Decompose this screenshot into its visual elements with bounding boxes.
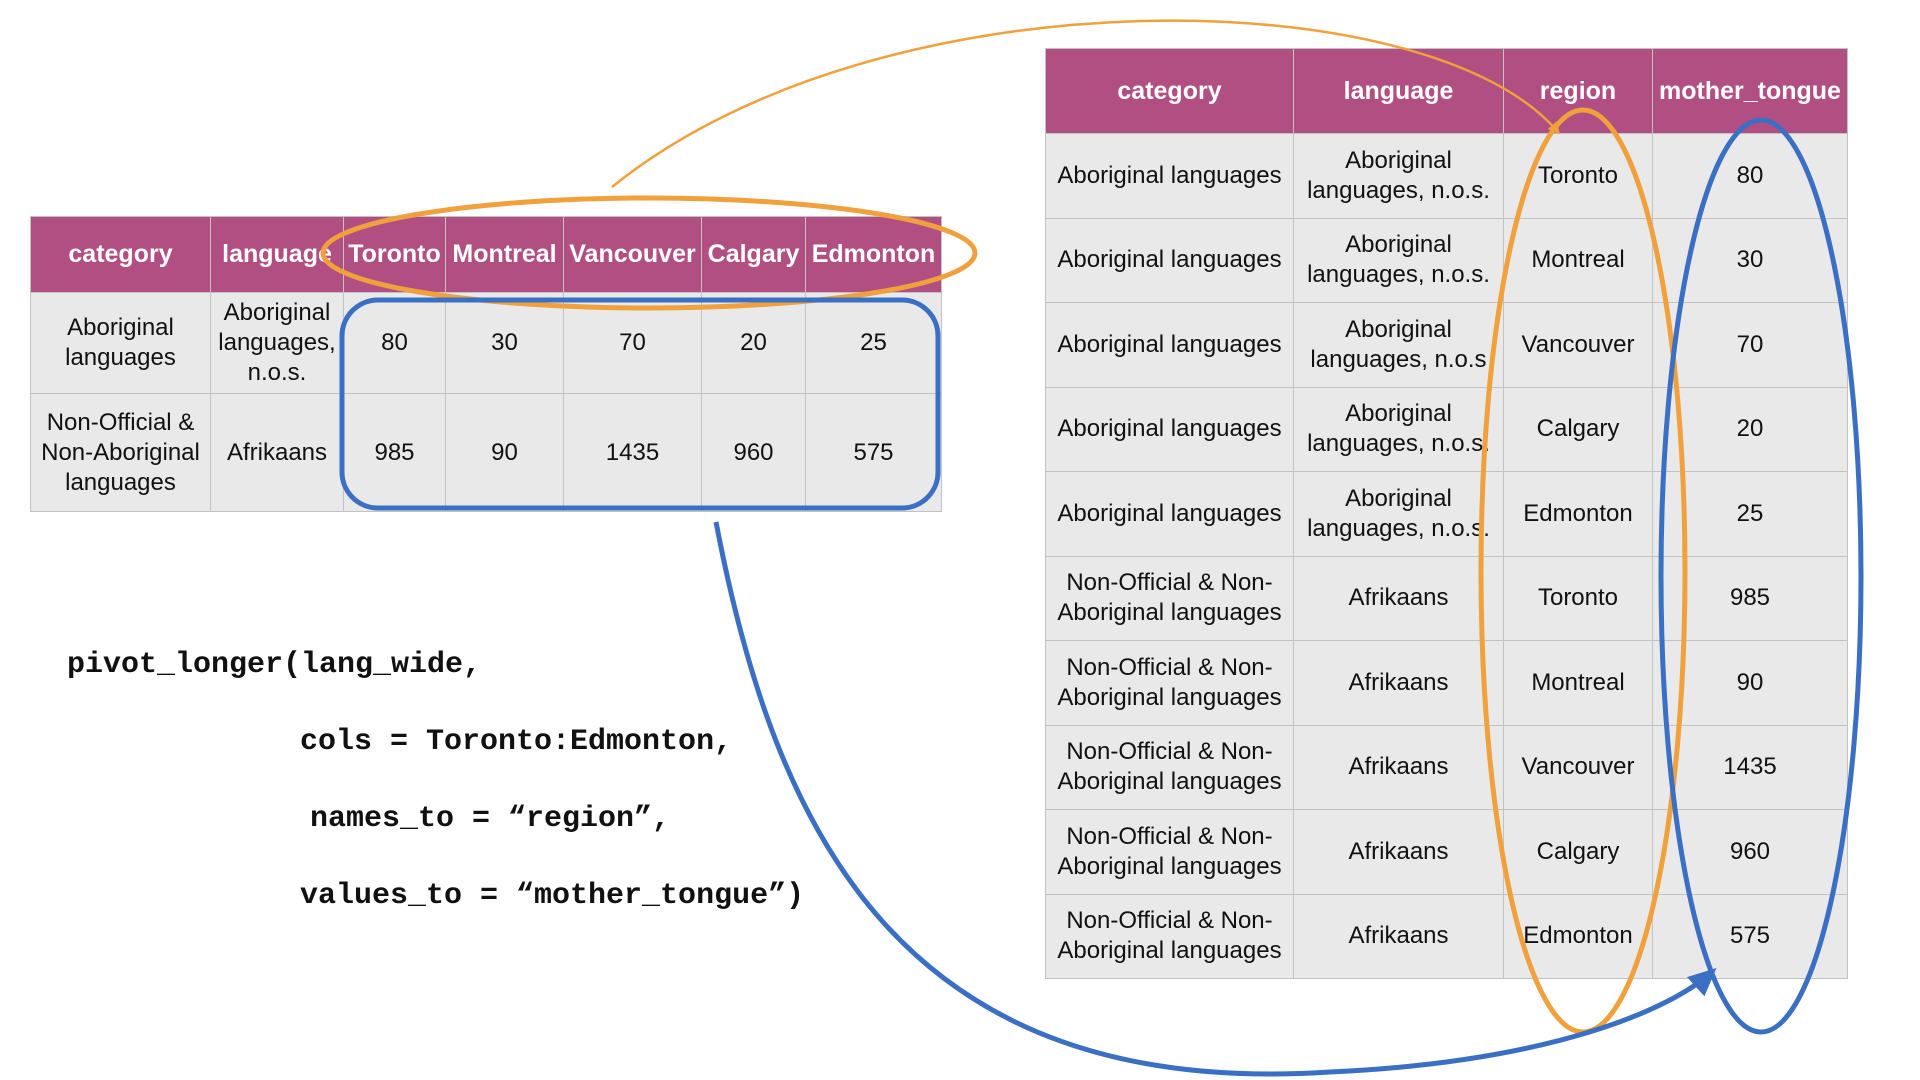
table-cell: Non-Official & Non-Aboriginal languages <box>1045 724 1294 810</box>
table-cell: 1435 <box>563 393 702 512</box>
table-cell: Aboriginal languages <box>1045 471 1294 557</box>
table-cell: Aboriginal languages <box>1045 386 1294 472</box>
table-cell: Non-Official & Non-Aboriginal languages <box>1045 893 1294 979</box>
table-cell: 70 <box>1652 302 1848 388</box>
table-cell: Aboriginal languages <box>1045 302 1294 388</box>
wide-header-language: language <box>210 216 344 293</box>
table-row: Aboriginal languages Aboriginal language… <box>1045 302 1848 388</box>
wide-table-header-row: category language Toronto Montreal Vanco… <box>30 216 942 293</box>
table-cell: Montreal <box>1503 217 1653 303</box>
table-cell: 20 <box>701 292 806 394</box>
table-cell: Afrikaans <box>1293 893 1504 979</box>
table-cell: Aboriginal languages <box>1045 133 1294 219</box>
wide-header-vancouver: Vancouver <box>563 216 702 293</box>
long-header-region: region <box>1503 48 1653 134</box>
wide-header-edmonton: Edmonton <box>805 216 942 293</box>
table-cell: 80 <box>343 292 446 394</box>
table-cell: Afrikaans <box>1293 640 1504 726</box>
table-cell: Calgary <box>1503 809 1653 895</box>
table-cell: Aboriginal languages, n.o.s. <box>1293 217 1504 303</box>
table-cell: Aboriginal languages, n.o.s. <box>1293 386 1504 472</box>
table-row: Non-Official & Non-Aboriginal languages … <box>1045 893 1848 979</box>
table-cell: Non-Official & Non-Aboriginal languages <box>1045 809 1294 895</box>
table-row: Non-Official & Non-Aboriginal languages … <box>1045 555 1848 641</box>
table-cell: Afrikaans <box>210 393 344 512</box>
table-row: Aboriginal languages Aboriginal language… <box>30 292 942 394</box>
table-cell: Toronto <box>1503 133 1653 219</box>
wide-header-category: category <box>30 216 211 293</box>
table-cell: Afrikaans <box>1293 724 1504 810</box>
table-cell: 80 <box>1652 133 1848 219</box>
table-cell: 985 <box>343 393 446 512</box>
long-header-mother-tongue: mother_tongue <box>1652 48 1848 134</box>
table-cell: Afrikaans <box>1293 555 1504 641</box>
table-cell: 70 <box>563 292 702 394</box>
code-line-function-call: pivot_longer(lang_wide, <box>67 648 482 682</box>
table-cell: Toronto <box>1503 555 1653 641</box>
long-table: category language region mother_tongue A… <box>1045 48 1848 979</box>
table-cell: Edmonton <box>1503 471 1653 557</box>
wide-header-montreal: Montreal <box>445 216 564 293</box>
long-header-category: category <box>1045 48 1294 134</box>
table-cell: Calgary <box>1503 386 1653 472</box>
table-cell: 30 <box>445 292 564 394</box>
table-cell: Non-Official & Non-Aboriginal languages <box>1045 640 1294 726</box>
table-row: Aboriginal languages Aboriginal language… <box>1045 217 1848 303</box>
table-cell: 90 <box>1652 640 1848 726</box>
table-cell: 25 <box>805 292 942 394</box>
table-row: Aboriginal languages Aboriginal language… <box>1045 386 1848 472</box>
table-cell: Aboriginal languages, n.o.s. <box>1293 471 1504 557</box>
table-cell: 575 <box>805 393 942 512</box>
table-cell: Aboriginal languages <box>1045 217 1294 303</box>
table-row: Non-Official & Non-Aboriginal languages … <box>30 393 942 512</box>
table-cell: 90 <box>445 393 564 512</box>
code-line-names-to-argument: names_to = “region”, <box>310 802 671 836</box>
table-cell: 960 <box>701 393 806 512</box>
code-line-cols-argument: cols = Toronto:Edmonton, <box>300 725 733 759</box>
table-row: Non-Official & Non-Aboriginal languages … <box>1045 640 1848 726</box>
table-cell: Vancouver <box>1503 724 1653 810</box>
table-row: Non-Official & Non-Aboriginal languages … <box>1045 724 1848 810</box>
table-row: Aboriginal languages Aboriginal language… <box>1045 133 1848 219</box>
code-line-values-to-argument: values_to = “mother_tongue”) <box>300 879 805 913</box>
table-cell: Aboriginal languages, n.o.s. <box>1293 133 1504 219</box>
table-row: Non-Official & Non-Aboriginal languages … <box>1045 809 1848 895</box>
table-cell: 25 <box>1652 471 1848 557</box>
long-table-header-row: category language region mother_tongue <box>1045 48 1848 134</box>
table-cell: 1435 <box>1652 724 1848 810</box>
long-header-language: language <box>1293 48 1504 134</box>
table-cell: Afrikaans <box>1293 809 1504 895</box>
table-cell: Non-Official & Non-Aboriginal languages <box>30 393 211 512</box>
table-cell: Montreal <box>1503 640 1653 726</box>
table-cell: Vancouver <box>1503 302 1653 388</box>
table-cell: Aboriginal languages, n.o.s. <box>210 292 344 394</box>
table-cell: Non-Official & Non-Aboriginal languages <box>1045 555 1294 641</box>
table-cell: 20 <box>1652 386 1848 472</box>
table-cell: 575 <box>1652 893 1848 979</box>
table-cell: 30 <box>1652 217 1848 303</box>
table-row: Aboriginal languages Aboriginal language… <box>1045 471 1848 557</box>
table-cell: Edmonton <box>1503 893 1653 979</box>
wide-header-calgary: Calgary <box>701 216 806 293</box>
table-cell: Aboriginal languages <box>30 292 211 394</box>
table-cell: 960 <box>1652 809 1848 895</box>
wide-table: category language Toronto Montreal Vanco… <box>30 216 942 512</box>
wide-header-toronto: Toronto <box>343 216 446 293</box>
table-cell: Aboriginal languages, n.o.s <box>1293 302 1504 388</box>
table-cell: 985 <box>1652 555 1848 641</box>
